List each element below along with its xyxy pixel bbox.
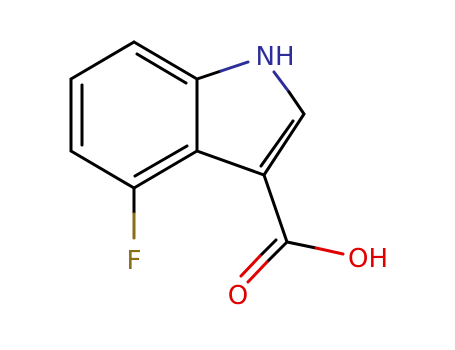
- bond-n1-c2-dark: [287, 90, 306, 116]
- bond-c7-c7a-inner: [135, 52, 188, 85]
- f-label: F: [127, 246, 142, 276]
- bond-c7a-n1-dark: [195, 69, 223, 81]
- pyrrole-ring: [195, 60, 306, 177]
- o-label: O: [228, 281, 248, 311]
- bond-carbonyl-dark-1: [265, 240, 289, 264]
- bond-c7a-n1-blue: [219, 60, 250, 73]
- bond-c-oh-red: [314, 246, 345, 256]
- substituents: [132, 173, 345, 284]
- bond-c3-c3a: [195, 149, 266, 177]
- nh-label: NH: [256, 42, 295, 72]
- bond-c2-c3: [262, 112, 306, 177]
- bond-c6-c7: [69, 40, 136, 81]
- bond-c4-c5: [69, 149, 136, 190]
- bond-c-oh-dark: [285, 240, 318, 250]
- bond-carbonyl-red-1: [246, 260, 269, 284]
- bond-c7-c7a: [132, 40, 199, 81]
- benzene-ring: [69, 40, 199, 190]
- bond-c3a-c4-inner: [133, 144, 189, 178]
- bond-c3-carboxyl: [262, 173, 289, 244]
- bond-carbonyl-red-2: [239, 254, 262, 278]
- bond-n1-c2-blue: [272, 70, 291, 94]
- bond-carbonyl-dark-2: [258, 238, 278, 258]
- bond-c3a-c4: [132, 149, 199, 190]
- oh-label: OH: [348, 244, 388, 274]
- bond-c2-c3-inner: [259, 119, 295, 168]
